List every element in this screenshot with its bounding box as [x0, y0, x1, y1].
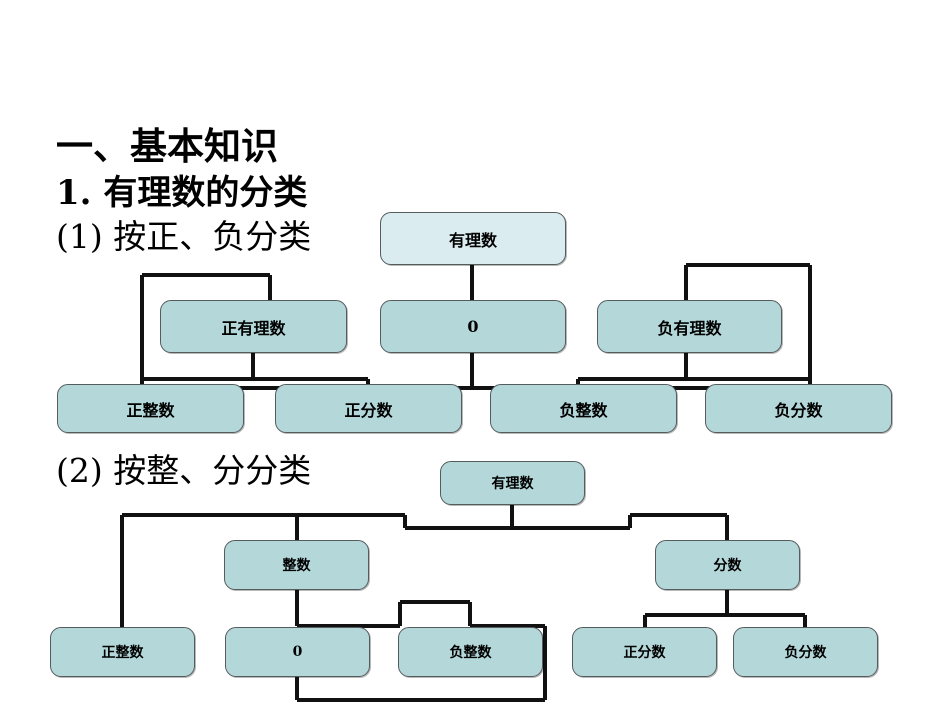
node-zero-2[interactable]: 0 — [225, 627, 370, 677]
node-integers[interactable]: 整数 — [224, 540, 369, 590]
node-negative-fractions-2[interactable]: 负分数 — [733, 627, 878, 677]
node-positive-fractions-2[interactable]: 正分数 — [572, 627, 717, 677]
node-negative-fractions-1[interactable]: 负分数 — [705, 384, 892, 433]
node-fractions[interactable]: 分数 — [655, 540, 800, 590]
node-zero-1[interactable]: 0 — [380, 300, 566, 353]
caption-classify-by-integer-fraction: (2) 按整、分分类 — [56, 451, 312, 490]
node-negative-integers-1[interactable]: 负整数 — [490, 384, 677, 433]
node-positive-fractions-1[interactable]: 正分数 — [275, 384, 462, 433]
node-rational-numbers-root-2[interactable]: 有理数 — [440, 461, 585, 505]
node-positive-integers-1[interactable]: 正整数 — [57, 384, 244, 433]
node-rational-numbers-root-1[interactable]: 有理数 — [380, 212, 566, 265]
subsection-heading-rational-number-classification: 1. 有理数的分类 — [56, 173, 308, 213]
node-negative-integers-2[interactable]: 负整数 — [398, 627, 543, 677]
section-heading-basic-knowledge: 一、基本知识 — [56, 124, 278, 168]
node-negative-rationals[interactable]: 负有理数 — [597, 300, 782, 353]
node-positive-rationals[interactable]: 正有理数 — [160, 300, 347, 353]
caption-classify-by-sign: (1) 按正、负分类 — [56, 217, 312, 256]
node-positive-integers-2[interactable]: 正整数 — [50, 627, 195, 677]
